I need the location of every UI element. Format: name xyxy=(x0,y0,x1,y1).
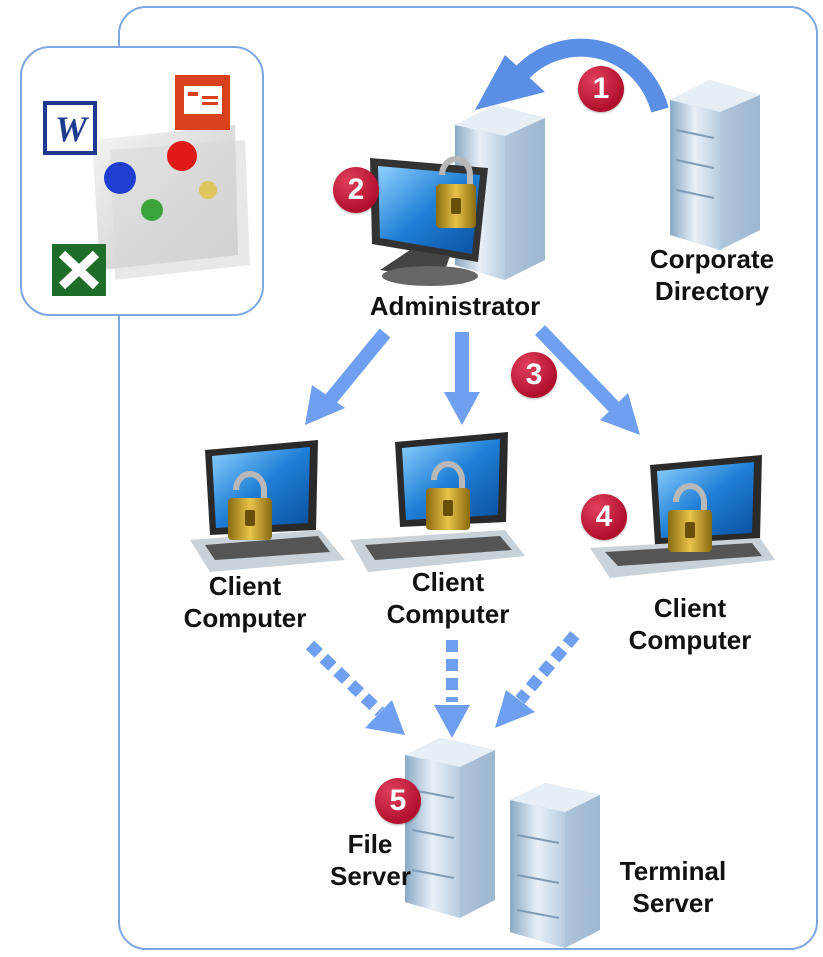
client-computer-label-2: Client Computer xyxy=(358,566,538,630)
sync-arrow xyxy=(475,38,669,113)
corporate-directory-server-icon xyxy=(670,80,760,250)
terminal-server-line-2: Server xyxy=(632,888,714,918)
corporate-directory-line-1: Corporate xyxy=(649,244,775,274)
client-computer-label-1: Client Computer xyxy=(155,570,335,634)
step-4-badge: 4 xyxy=(581,494,627,540)
lock-icon xyxy=(436,156,476,228)
word-icon xyxy=(43,101,97,155)
corporate-directory-label: Corporate Directory xyxy=(622,243,802,307)
step-2-badge: 2 xyxy=(333,167,379,213)
corporate-directory-line-2: Directory xyxy=(654,276,770,306)
client-line-2: Computer xyxy=(183,603,307,633)
client-laptop-icon xyxy=(350,432,525,572)
file-server-line-1: File xyxy=(347,829,393,859)
administrator-label: Administrator xyxy=(369,291,541,321)
client-computer-label-3: Client Computer xyxy=(600,592,780,656)
powerpoint-icon xyxy=(175,75,230,130)
step-5-badge: 5 xyxy=(375,778,421,824)
client-line-1: Client xyxy=(411,567,485,597)
access-arrows xyxy=(305,631,580,717)
client-line-1: Client xyxy=(653,593,727,623)
word-letter: W xyxy=(54,109,87,149)
file-server-label: File Server xyxy=(330,828,411,892)
client-laptop-icon xyxy=(190,440,345,572)
client-laptop-icon xyxy=(590,455,775,578)
client-line-1: Client xyxy=(208,571,282,601)
shared-documents-icon xyxy=(92,125,250,280)
client-line-2: Computer xyxy=(628,625,752,655)
terminal-server-icon xyxy=(510,783,600,948)
excel-icon xyxy=(52,244,106,296)
step-3-badge: 3 xyxy=(511,352,557,398)
file-server-line-2: Server xyxy=(330,861,411,891)
terminal-server-label: Terminal Server xyxy=(598,855,748,919)
deploy-arrows xyxy=(324,325,621,413)
file-server-icon xyxy=(405,738,495,918)
client-line-2: Computer xyxy=(386,599,510,629)
terminal-server-line-1: Terminal xyxy=(619,856,727,886)
step-1-badge: 1 xyxy=(578,66,624,112)
